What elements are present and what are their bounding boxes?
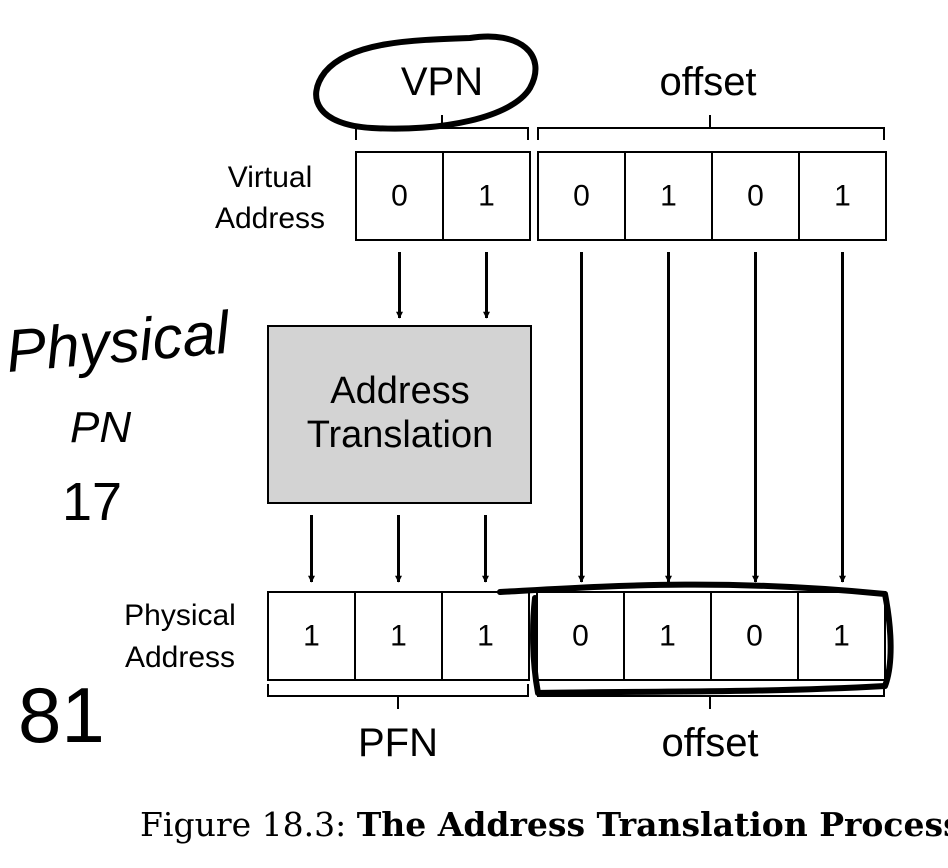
physical-address-bit-1: 1 xyxy=(390,620,407,653)
virtual-address-bit-5: 1 xyxy=(834,180,851,213)
virtual-offset-brace xyxy=(537,115,885,140)
vpn-label: VPN xyxy=(401,60,483,104)
physical-offset-label: offset xyxy=(661,721,758,765)
vpn-circle-mark xyxy=(313,33,539,132)
note-pn: PN xyxy=(70,403,131,452)
physical-address-label-line2: Address xyxy=(125,641,235,674)
pfn-label: PFN xyxy=(358,721,438,765)
physical-address-bit-6: 1 xyxy=(833,620,850,653)
virtual-address-register: 0 1 0 1 0 1 xyxy=(355,151,887,241)
bit-flow-arrows xyxy=(308,252,846,583)
address-translation-box xyxy=(267,325,532,504)
virtual-offset-label: offset xyxy=(659,60,756,104)
physical-address-cell-5 xyxy=(710,591,799,681)
figure-caption: Figure 18.3: The Address Translation Pro… xyxy=(140,805,948,844)
virtual-address-bit-3: 1 xyxy=(660,180,677,213)
physical-address-register: 1 1 1 0 1 0 1 xyxy=(267,591,886,681)
physical-address-bit-0: 1 xyxy=(303,620,320,653)
physical-address-bit-3: 0 xyxy=(572,620,589,653)
offset-box-mark xyxy=(497,581,894,696)
physical-address-cell-4 xyxy=(623,591,712,681)
translation-box-line1: Address xyxy=(330,370,469,412)
translation-box-line2: Translation xyxy=(307,414,494,456)
note-81: 81 xyxy=(18,671,105,759)
virtual-address-label-line2: Address xyxy=(215,202,325,235)
physical-address-bit-5: 0 xyxy=(746,620,763,653)
virtual-address-cell-1 xyxy=(442,151,531,241)
caption-title: The Address Translation Process xyxy=(357,805,948,844)
physical-address-label-line1: Physical xyxy=(124,599,236,632)
physical-address-cell-3 xyxy=(536,591,625,681)
virtual-address-cell-2 xyxy=(537,151,626,241)
note-17: 17 xyxy=(62,472,122,532)
note-physical: Physical xyxy=(3,299,233,385)
physical-address-cell-2 xyxy=(441,591,530,681)
pfn-brace xyxy=(267,684,529,709)
virtual-address-cell-5 xyxy=(798,151,887,241)
virtual-address-bit-2: 0 xyxy=(573,180,590,213)
physical-address-cell-1 xyxy=(354,591,443,681)
virtual-address-bit-4: 0 xyxy=(747,180,764,213)
virtual-address-bit-0: 0 xyxy=(391,180,408,213)
physical-address-bit-2: 1 xyxy=(477,620,494,653)
caption-prefix: Figure 18.3: xyxy=(140,805,357,844)
virtual-address-bit-1: 1 xyxy=(478,180,495,213)
physical-address-bit-4: 1 xyxy=(659,620,676,653)
virtual-address-label-line1: Virtual xyxy=(228,161,313,194)
virtual-address-cell-3 xyxy=(624,151,713,241)
